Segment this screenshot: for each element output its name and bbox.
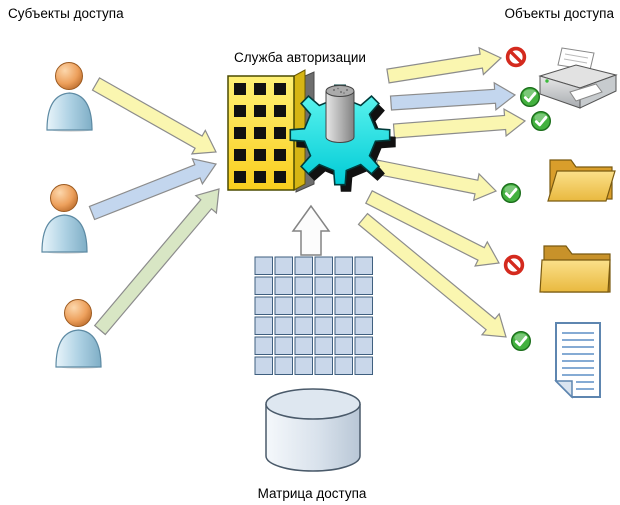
request-arrow-user-3 [93, 188, 220, 336]
access-matrix-label: Матрица доступа [257, 486, 367, 501]
person-body [41, 214, 88, 253]
objects-title: Объекты доступа [504, 6, 614, 21]
decision-arrow-to-folder-2-5 [364, 189, 500, 267]
building-windows [234, 83, 286, 183]
printer-power-light [545, 79, 549, 83]
folder-icon [538, 230, 616, 298]
person-head [55, 62, 83, 90]
folder-front [547, 170, 616, 202]
gear-axle-texture [333, 87, 348, 94]
printer-icon [536, 46, 620, 116]
person-body [55, 329, 102, 368]
gear-axle [325, 91, 355, 143]
database-top [265, 388, 361, 420]
matrix-grid-icon [254, 256, 374, 376]
subjects-title: Субъекты доступа [8, 6, 124, 21]
decision-arrow-to-printer-1 [386, 46, 503, 84]
decision-arrow-to-folder-1-4 [373, 159, 498, 202]
open-folder-icon [544, 146, 618, 208]
folder-front [539, 259, 611, 293]
decision-arrow-to-printer-3 [392, 108, 527, 139]
gear-icon [265, 55, 415, 215]
decision-arrow-to-document-6 [357, 212, 507, 338]
request-arrow-user-1 [91, 77, 217, 155]
database-body [265, 404, 361, 472]
printer-paper-out [569, 83, 603, 102]
authorization-service-label: Служба авторизации [234, 50, 366, 65]
person-body [46, 92, 93, 131]
person-icon [42, 60, 97, 132]
person-head [50, 184, 78, 212]
person-icon [37, 182, 92, 254]
database-icon [262, 386, 364, 480]
document-text-lines [562, 332, 594, 390]
request-arrow-user-2 [88, 157, 217, 221]
document-fold [554, 380, 573, 399]
document-icon [546, 320, 610, 402]
matrix-to-service-arrow [291, 204, 331, 256]
matrix-cells [254, 256, 374, 376]
decision-arrow-to-printer-2 [389, 81, 517, 111]
person-head [64, 299, 92, 327]
person-icon [51, 297, 106, 369]
